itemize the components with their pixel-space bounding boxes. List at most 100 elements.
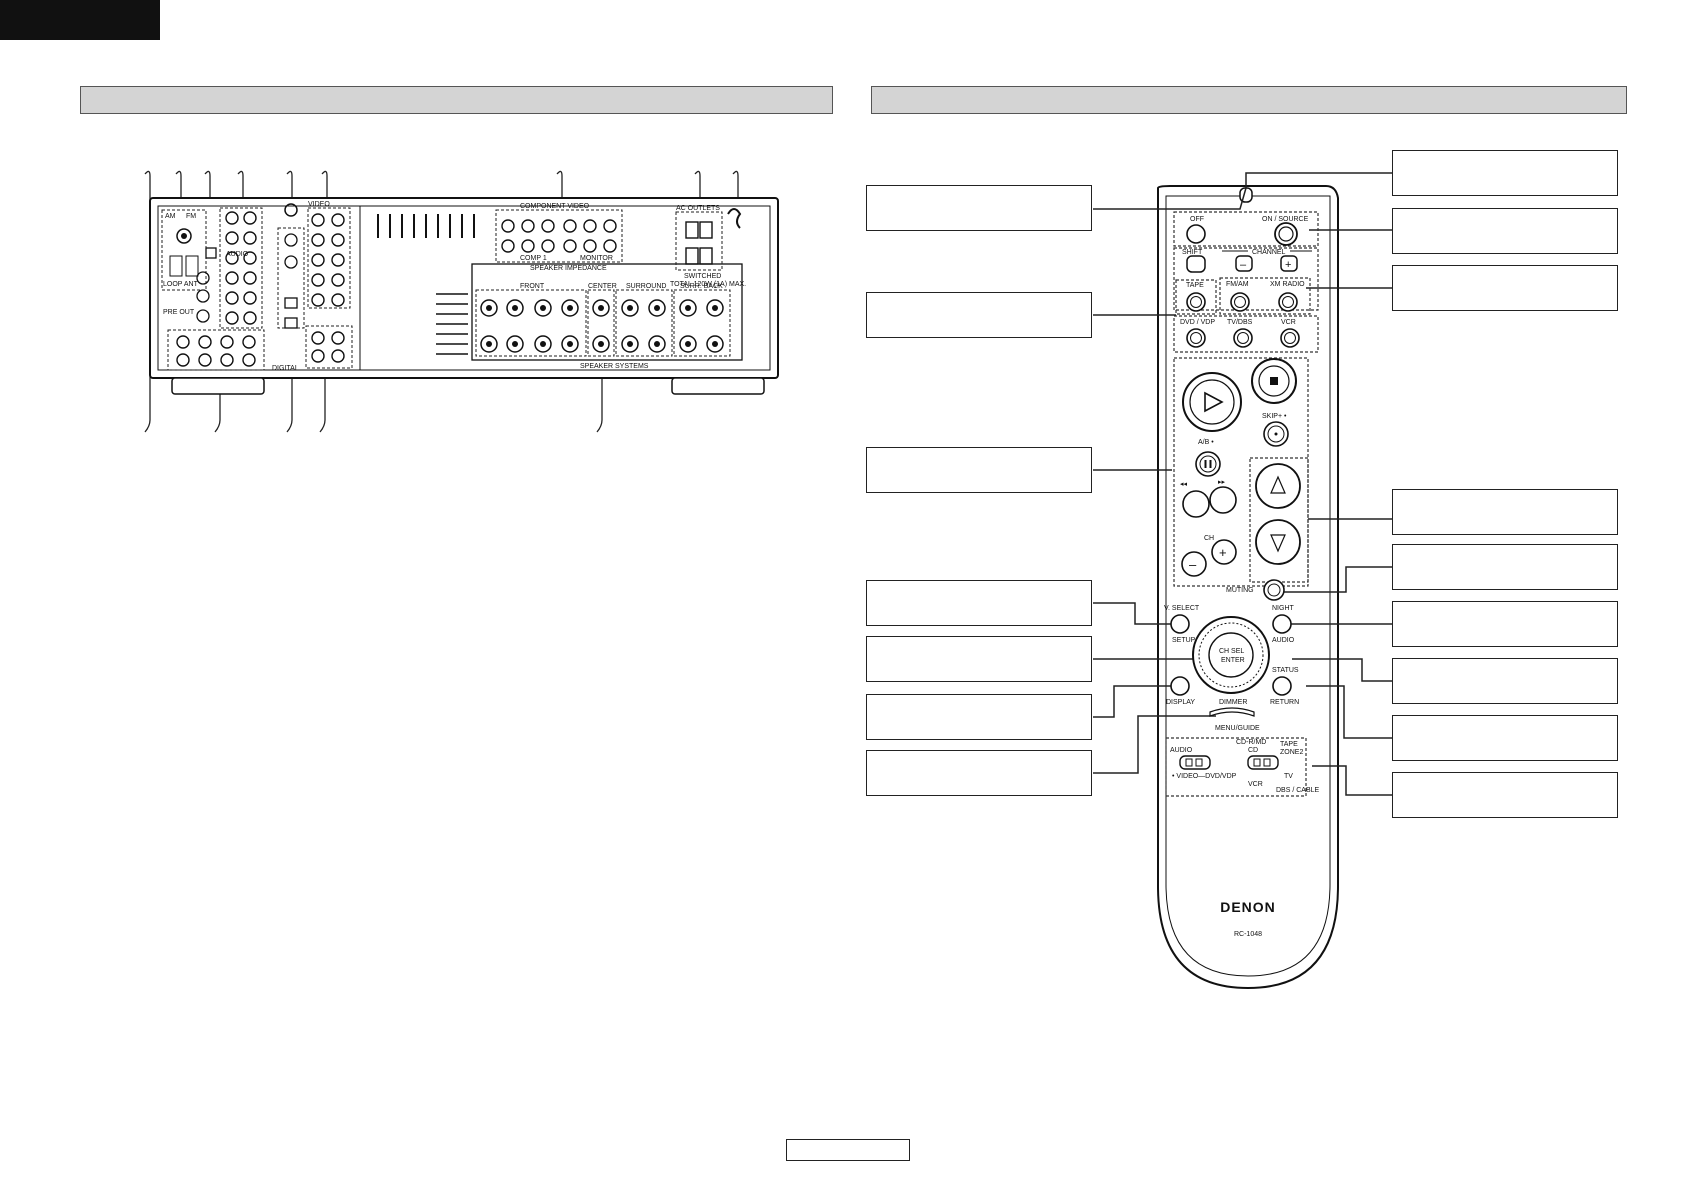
svg-text:AUDIO: AUDIO — [1272, 637, 1295, 644]
svg-text:XM RADIO: XM RADIO — [1270, 281, 1305, 288]
callout-box-r1 — [1392, 150, 1618, 196]
svg-text:NIGHT: NIGHT — [1272, 605, 1295, 612]
callout-box-r7 — [1392, 658, 1618, 704]
switch-cdr-label: CD-R/MD — [1236, 739, 1266, 746]
callout-box-r5 — [1392, 544, 1618, 590]
component-video-label: COMPONENT VIDEO — [520, 203, 590, 210]
svg-text:TAPE: TAPE — [1186, 282, 1204, 289]
ch-sel-label: CH SEL — [1219, 648, 1244, 655]
rear-panel-section-bar — [80, 86, 833, 114]
skip-plus-button: SKIP+ • — [1262, 413, 1289, 447]
switch-zone2-label: ZONE2 — [1280, 749, 1303, 756]
switch-video-label: • VIDEO—DVD/VDP — [1172, 773, 1237, 780]
fm-am-button: FM/AM — [1226, 281, 1250, 312]
muting-button: MUTING — [1226, 579, 1285, 601]
callout-box-7 — [866, 750, 1092, 796]
surround-label: SURROUND — [626, 283, 666, 290]
svg-text:V. SELECT: V. SELECT — [1164, 605, 1200, 612]
center-label: CENTER — [588, 283, 617, 290]
channel-label: CHANNEL — [1252, 249, 1286, 256]
svg-text:–: – — [1240, 259, 1247, 271]
brand-logo: DENON — [1220, 899, 1276, 915]
svg-text:CH: CH — [1204, 535, 1214, 542]
svg-text:◂◂: ◂◂ — [1180, 481, 1188, 488]
svg-text:SKIP+ •: SKIP+ • — [1262, 413, 1287, 420]
callout-box-r8 — [1392, 715, 1618, 761]
svg-text:SETUP: SETUP — [1172, 637, 1196, 644]
switch-tape-label: TAPE — [1280, 741, 1298, 748]
surr-back-label: SURR. BACK — [680, 283, 723, 290]
speaker-impedance-label: SPEAKER IMPEDANCE — [530, 265, 607, 272]
shift-button — [1186, 255, 1206, 273]
cursor-pad: CH SEL ENTER — [1192, 616, 1270, 694]
callout-box-2 — [866, 292, 1092, 338]
svg-text:FM/AM: FM/AM — [1226, 281, 1249, 288]
svg-text:VCR: VCR — [1281, 319, 1296, 326]
switched-label: SWITCHED — [684, 273, 721, 280]
svg-text:+: + — [1219, 545, 1227, 560]
dimmer-menu-button: DIMMER MENU/GUIDE — [1209, 699, 1260, 732]
pre-out-label: PRE OUT — [163, 309, 195, 316]
night-audio-button: NIGHT AUDIO — [1272, 605, 1295, 644]
svg-text:DIMMER: DIMMER — [1219, 699, 1247, 706]
monitor-label: MONITOR — [580, 255, 613, 262]
svg-text:A/B •: A/B • — [1198, 439, 1214, 446]
front-label: FRONT — [520, 283, 545, 290]
svg-text:DVD / VDP: DVD / VDP — [1180, 319, 1215, 326]
page-number-box — [786, 1139, 910, 1161]
xm-radio-button: XM RADIO — [1270, 281, 1305, 312]
on-source-button: ON / SOURCE — [1262, 216, 1309, 246]
switch-vcr-label: VCR — [1248, 781, 1263, 788]
channel-minus-button — [1235, 255, 1253, 272]
tv-dbs-button: TV/DBS — [1227, 319, 1253, 348]
model-number: RC-1048 — [1234, 931, 1262, 938]
ac-outlets-label: AC OUTLETS — [676, 205, 720, 212]
video-label: VIDEO — [308, 201, 330, 208]
svg-text:–: – — [1189, 557, 1197, 572]
callout-box-3 — [866, 447, 1092, 493]
volume-down-button — [1255, 519, 1301, 565]
svg-text:TV/DBS: TV/DBS — [1227, 319, 1253, 326]
play-button — [1182, 372, 1242, 432]
switch-cd-label: CD — [1248, 747, 1258, 754]
mode-switch-right — [1247, 755, 1279, 770]
audio-label: AUDIO — [226, 251, 249, 258]
off-button: OFF — [1186, 216, 1206, 244]
total-max-label: TOTAL 120W (1A) MAX. — [670, 281, 746, 288]
vcr-button: VCR — [1280, 319, 1300, 348]
language-tab — [0, 0, 160, 40]
callout-box-5 — [866, 636, 1092, 682]
svg-text:STATUS: STATUS — [1272, 667, 1299, 674]
svg-text:MENU/GUIDE: MENU/GUIDE — [1215, 725, 1260, 732]
switch-dbs-label: DBS / CABLE — [1276, 787, 1320, 794]
dvd-vdp-button: DVD / VDP — [1180, 319, 1215, 348]
am-label: AM — [165, 213, 176, 220]
callout-box-r6 — [1392, 601, 1618, 647]
ch-buttons: CH – + — [1181, 535, 1237, 577]
v-select-button: V. SELECT SETUP — [1164, 605, 1200, 644]
enter-label: ENTER — [1221, 657, 1245, 664]
channel-plus-button — [1280, 255, 1298, 272]
volume-up-button — [1255, 463, 1301, 509]
shift-label: SHIFT — [1182, 249, 1203, 256]
rewind-forward-buttons: ◂◂ ▸▸ — [1180, 479, 1237, 518]
mode-switch-left — [1179, 755, 1211, 770]
remote-section-bar — [871, 86, 1627, 114]
svg-text:MUTING: MUTING — [1226, 587, 1254, 594]
svg-text:DISPLAY: DISPLAY — [1166, 699, 1195, 706]
digital-label: DIGITAL — [272, 365, 299, 372]
svg-text:▸▸: ▸▸ — [1218, 479, 1226, 486]
fm-label: FM — [186, 213, 196, 220]
callout-box-r9 — [1392, 772, 1618, 818]
status-return-button: STATUS RETURN — [1270, 667, 1299, 706]
callout-box-6 — [866, 694, 1092, 740]
stop-button — [1251, 358, 1297, 404]
callout-box-1 — [866, 185, 1092, 231]
speaker-systems-label: SPEAKER SYSTEMS — [580, 363, 649, 370]
switch-audio-label: AUDIO — [1170, 747, 1193, 754]
tape-button: TAPE — [1175, 279, 1217, 315]
switch-tv-label: TV — [1284, 773, 1293, 780]
callout-box-r4 — [1392, 489, 1618, 535]
svg-text:ON / SOURCE: ON / SOURCE — [1262, 216, 1309, 223]
